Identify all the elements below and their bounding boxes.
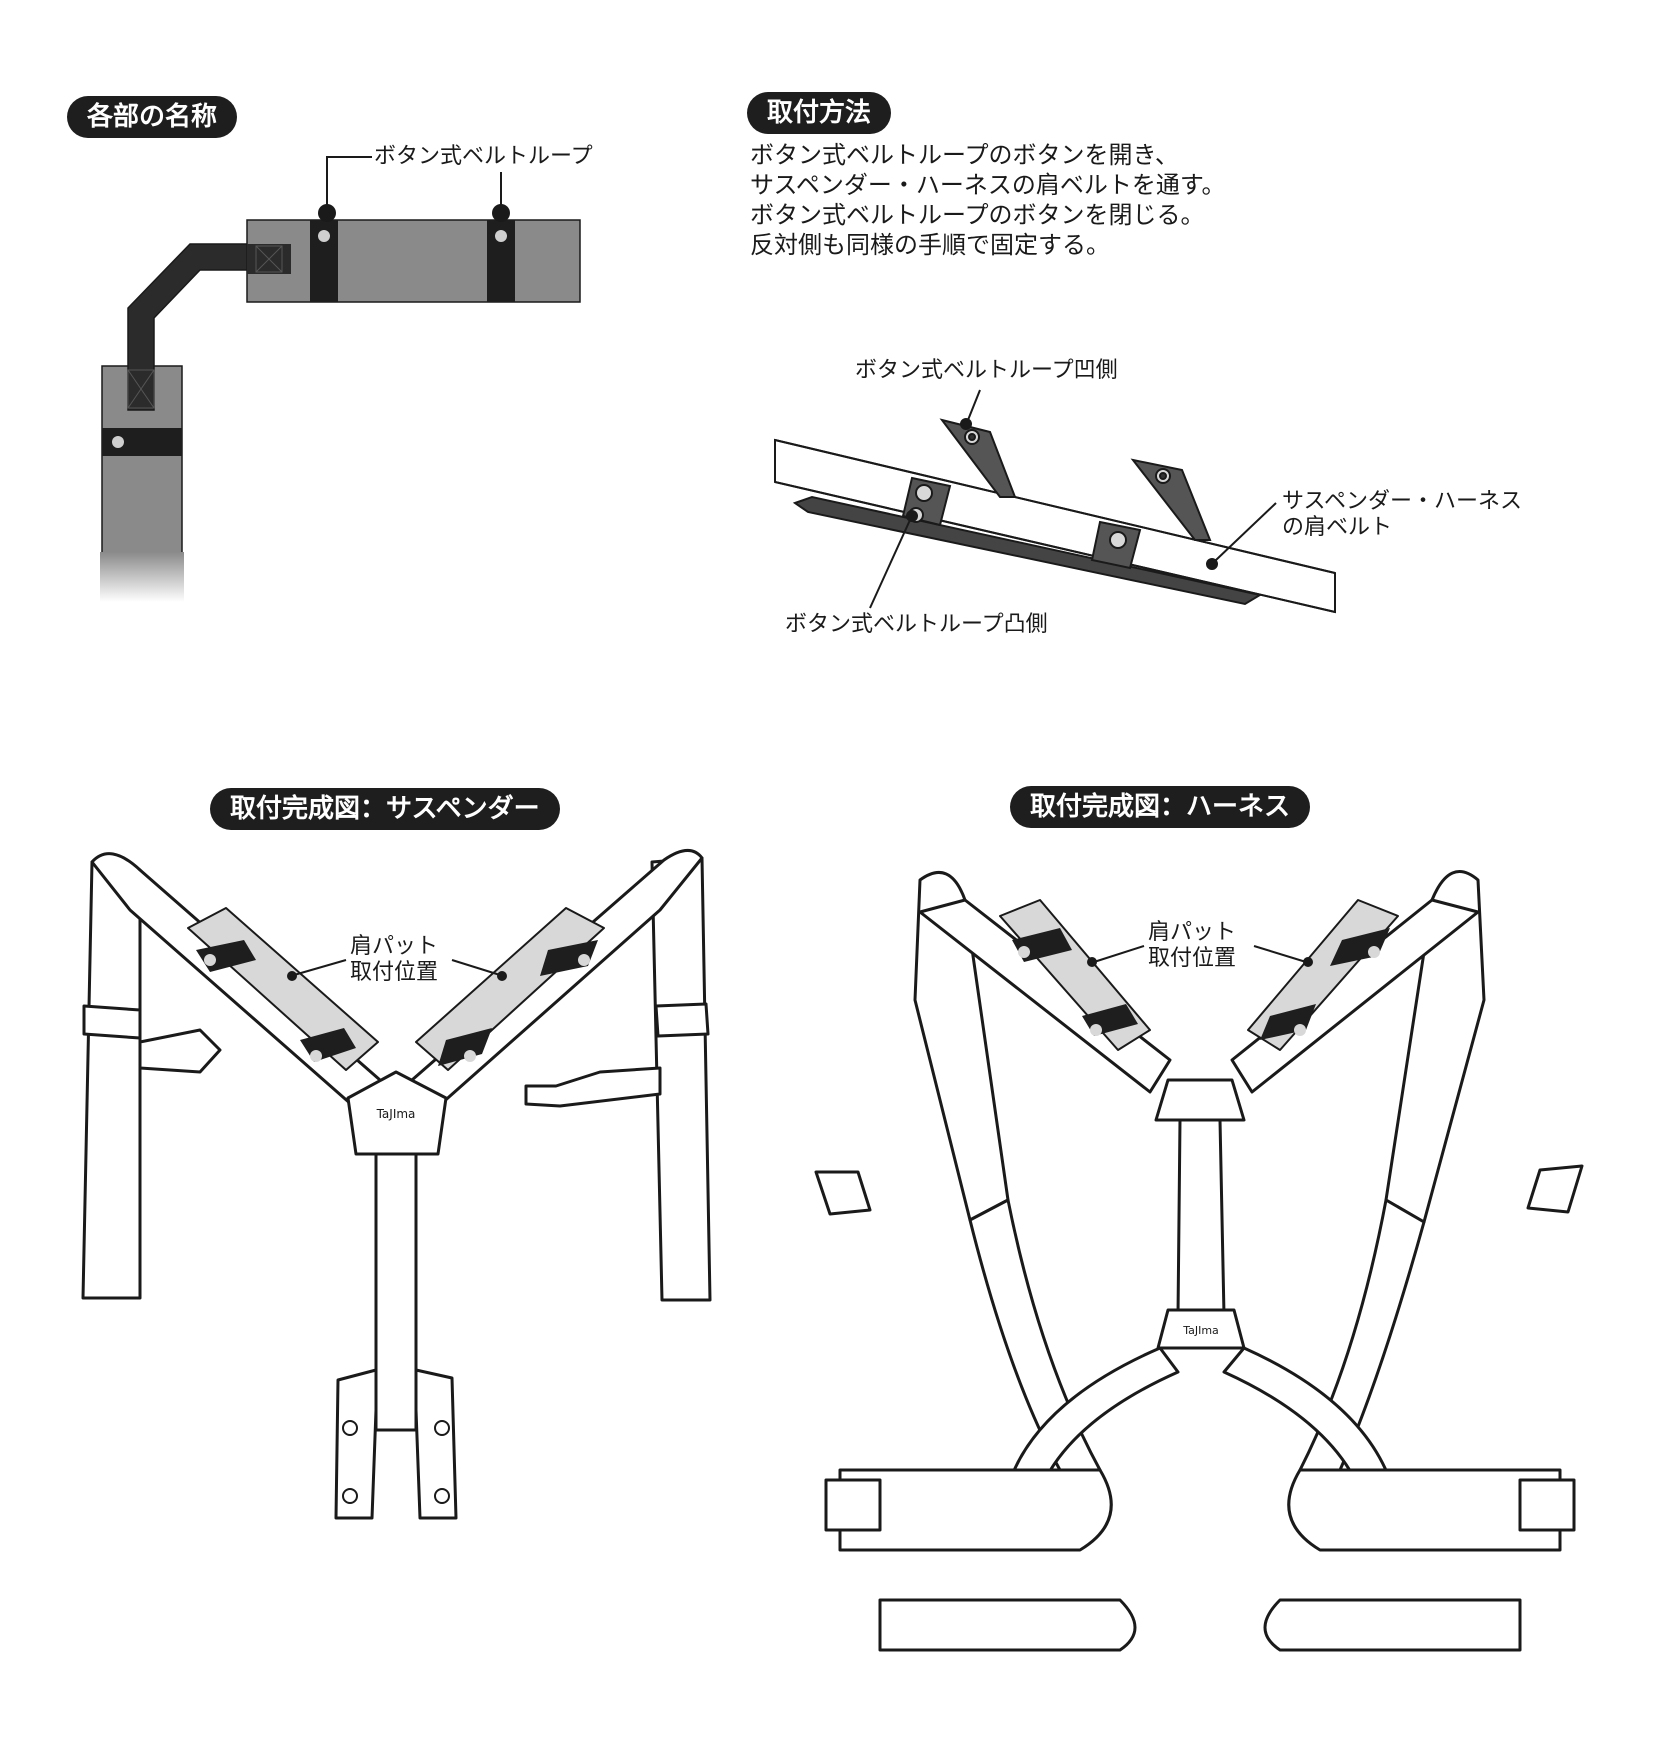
suspender-bottom-tab-left [334,1368,378,1520]
label-pad-position-harness-1: 肩パット [1148,920,1237,945]
section-title-parts: 各部の名称 [67,96,238,138]
harness-left-leg-loop [838,1468,1113,1552]
pad-right [415,907,605,1071]
loop-flap-1 [939,418,1017,498]
label-pad-position-harness-2: 取付位置 [1148,946,1237,971]
brand-logo-harness: TaJIma [1182,1324,1219,1337]
instruction-step-4: 反対側も同様の手順で固定する。 [750,231,1110,259]
label-pad-position-suspender-1: 肩パット [350,934,439,959]
button-dot-2 [495,230,507,242]
shoulder-pad-fade [100,552,184,602]
brand-logo-suspender: TaJIma [376,1107,416,1121]
suspender-left-strap [81,860,142,1300]
strap-end-box [127,369,155,409]
harness-diagram: TaJIma [814,870,1584,1652]
harness-left-buckle [814,1170,872,1216]
instruction-step-1: ボタン式ベルトループのボタンを開き、 [750,141,1179,169]
label-button-loop: ボタン式ベルトループ [374,144,593,169]
harness-right-leg-loop [1287,1468,1562,1552]
label-shoulder-belt-2: の肩ベルト [1282,515,1393,540]
harness-left-leg-buckle [824,1478,882,1532]
section-title-harness: 取付完成図：ハーネス [1010,786,1311,828]
suspender-left-buckle [138,1028,222,1074]
install-diagram [774,389,1336,614]
harness-left-lower-loop [878,1598,1137,1652]
loop-flap-2 [1130,458,1212,541]
suspender-back-strap [374,1152,418,1432]
instruction-step-3: ボタン式ベルトループのボタンを閉じる。 [750,201,1205,229]
section-title-install: 取付方法 [747,92,892,134]
harness-right-leg-buckle [1518,1478,1576,1532]
label-pad-position-suspender-2: 取付位置 [350,960,439,985]
label-loop-male: ボタン式ベルトループ凸側 [785,612,1048,637]
shoulder-pad-diagram [100,156,581,602]
label-loop-female: ボタン式ベルトループ凹側 [855,358,1118,383]
suspender-diagram: TaJIma [81,849,712,1520]
button-dot-lower [112,436,124,448]
shoulder-pad-upper [246,219,581,303]
loop-band [792,495,1263,606]
suspender-bottom-tab-right [414,1368,458,1520]
suspender-right-buckle [524,1066,662,1108]
harness-right-lower-loop [1263,1598,1522,1652]
harness-right-buckle [1526,1164,1584,1214]
button-dot-1 [318,230,330,242]
install-instructions: ボタン式ベルトループのボタンを開き、 サスペンダー・ハーネスの肩ベルトを通す。 … [750,140,1225,260]
harness-chest-buckle [1154,1078,1246,1122]
label-shoulder-belt-1: サスペンダー・ハーネス [1282,489,1523,514]
instruction-step-2: サスペンダー・ハーネスの肩ベルトを通す。 [750,171,1226,199]
section-title-suspender: 取付完成図：サスペンダー [210,788,560,830]
harness-back-strap [1176,1118,1226,1317]
